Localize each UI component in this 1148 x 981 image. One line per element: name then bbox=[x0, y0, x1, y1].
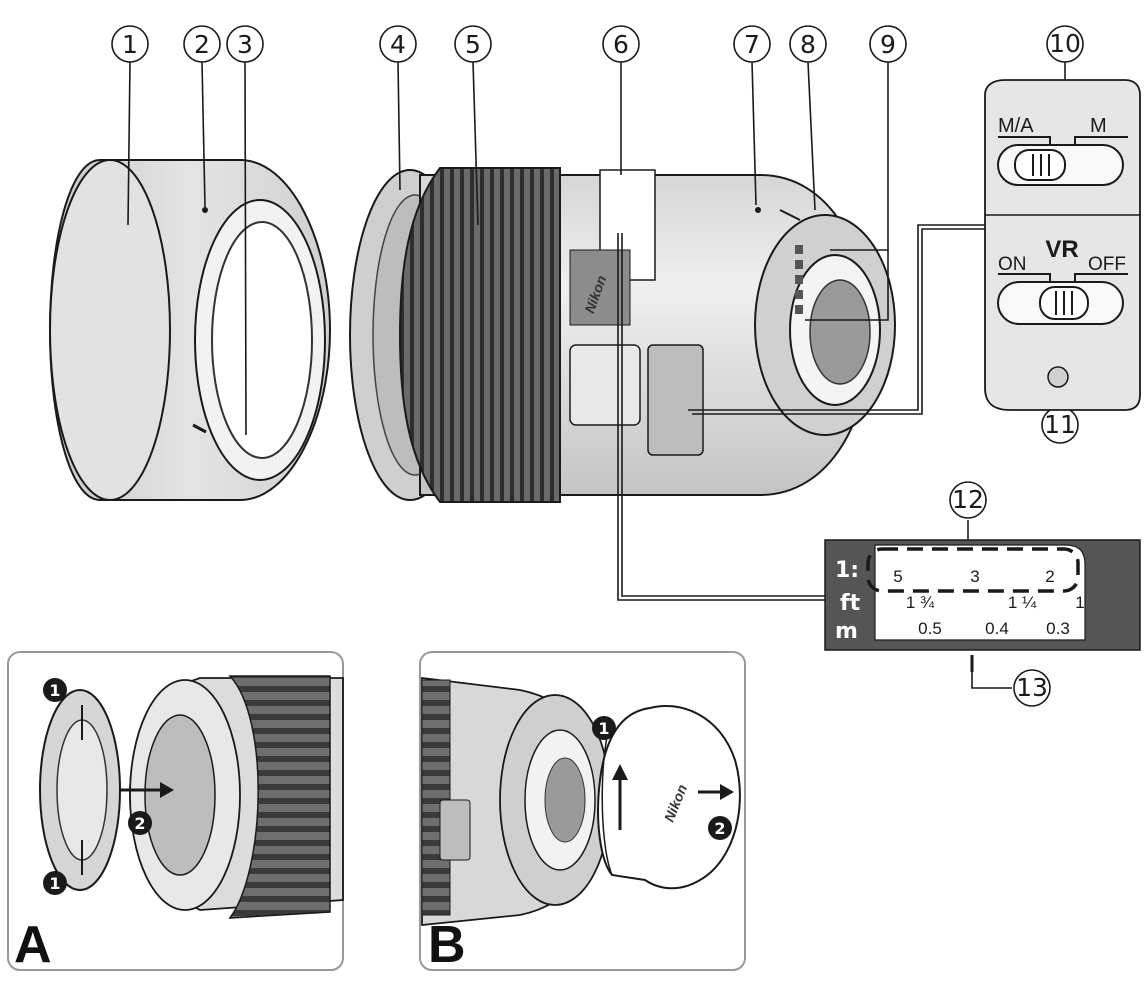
svg-text:4: 4 bbox=[390, 30, 406, 59]
mounting-index bbox=[755, 207, 761, 213]
svg-text:1: 1 bbox=[598, 719, 609, 738]
svg-text:2: 2 bbox=[194, 30, 210, 59]
svg-text:6: 6 bbox=[613, 30, 629, 59]
ratio-value: 3 bbox=[970, 567, 979, 586]
meter-unit-label: m bbox=[835, 619, 858, 644]
reproduction-ratio-highlight bbox=[866, 547, 1080, 593]
svg-text:11: 11 bbox=[1044, 410, 1076, 439]
lens-hood bbox=[48, 159, 332, 501]
switch-detail-panel: M/A M VR ON OFF bbox=[984, 79, 1141, 411]
svg-text:13: 13 bbox=[1016, 673, 1048, 702]
step-marker: 1 bbox=[43, 871, 67, 895]
callout-12: 12 bbox=[949, 481, 987, 519]
ratio-unit-label: 1: bbox=[835, 558, 859, 583]
meter-value: 0.5 bbox=[918, 619, 942, 638]
focus-ring bbox=[228, 675, 331, 919]
vr-switch-title: VR bbox=[1045, 236, 1078, 263]
panel-screw bbox=[1047, 366, 1069, 388]
step-marker: 1 bbox=[592, 716, 616, 740]
cpu-contacts bbox=[795, 245, 803, 314]
lens-switch-panel[interactable] bbox=[647, 344, 704, 456]
lens-body: Nikon bbox=[349, 167, 896, 503]
focus-ring[interactable] bbox=[398, 167, 561, 503]
meter-value: 0.3 bbox=[1046, 619, 1070, 638]
callout-1: 1 bbox=[111, 25, 149, 63]
callout-2: 2 bbox=[183, 25, 221, 63]
svg-text:2: 2 bbox=[714, 819, 725, 838]
leader-lines bbox=[127, 61, 1066, 689]
ratio-value: 5 bbox=[893, 567, 902, 586]
step-marker: 1 bbox=[43, 678, 67, 702]
hood-mount-index-dot bbox=[202, 207, 208, 213]
step-marker: 2 bbox=[128, 811, 152, 835]
rubber-mount-gasket bbox=[779, 209, 801, 221]
svg-text:1: 1 bbox=[49, 681, 60, 700]
inset-a-front-cap: 1 2 1 A bbox=[7, 651, 344, 974]
feet-unit-label: ft bbox=[840, 591, 861, 616]
callout-10: 10 bbox=[1046, 25, 1084, 63]
vr-off-label: OFF bbox=[1088, 254, 1126, 275]
inset-letter-b: B bbox=[428, 916, 466, 974]
svg-text:1: 1 bbox=[122, 30, 138, 59]
rear-lens-cap bbox=[597, 704, 741, 890]
callout-3: 3 bbox=[226, 25, 264, 63]
callout-11: 11 bbox=[1041, 406, 1079, 444]
feet-value: 1 ¾ bbox=[906, 593, 935, 612]
svg-text:12: 12 bbox=[952, 485, 984, 514]
lens-switch-panel bbox=[439, 799, 471, 861]
feet-value: 1 ¼ bbox=[1008, 593, 1037, 612]
callout-8: 8 bbox=[789, 25, 827, 63]
svg-text:8: 8 bbox=[800, 30, 816, 59]
svg-text:3: 3 bbox=[237, 30, 253, 59]
vr-on-label: ON bbox=[998, 254, 1027, 275]
callout-4: 4 bbox=[379, 25, 417, 63]
svg-text:2: 2 bbox=[134, 814, 145, 833]
callout-7: 7 bbox=[733, 25, 771, 63]
callout-13: 13 bbox=[1013, 669, 1051, 707]
step-marker: 2 bbox=[708, 816, 732, 840]
hood-lock-mark bbox=[192, 423, 207, 434]
svg-text:7: 7 bbox=[744, 30, 760, 59]
meter-value: 0.4 bbox=[985, 619, 1009, 638]
svg-text:10: 10 bbox=[1049, 29, 1081, 58]
svg-text:1: 1 bbox=[49, 874, 60, 893]
callout-6: 6 bbox=[602, 25, 640, 63]
af-mode-ma-label: M/A bbox=[998, 115, 1034, 137]
svg-text:5: 5 bbox=[465, 30, 481, 59]
callout-5: 5 bbox=[454, 25, 492, 63]
callout-9: 9 bbox=[869, 25, 907, 63]
callout-markers: 1 2 3 4 5 6 7 8 9 10 11 12 13 bbox=[111, 25, 1084, 707]
svg-text:9: 9 bbox=[880, 30, 896, 59]
distance-scale-panel: 1: ft m 5 3 2 1 ¾ 1 ¼ 1 0.5 0.4 0.3 bbox=[824, 539, 1141, 672]
af-mode-m-label: M bbox=[1090, 115, 1107, 137]
feet-value: 1 bbox=[1075, 593, 1084, 612]
inset-letter-a: A bbox=[14, 916, 52, 974]
ratio-value: 2 bbox=[1045, 567, 1054, 586]
inset-b-rear-cap: Nikon 1 2 B bbox=[419, 651, 746, 974]
